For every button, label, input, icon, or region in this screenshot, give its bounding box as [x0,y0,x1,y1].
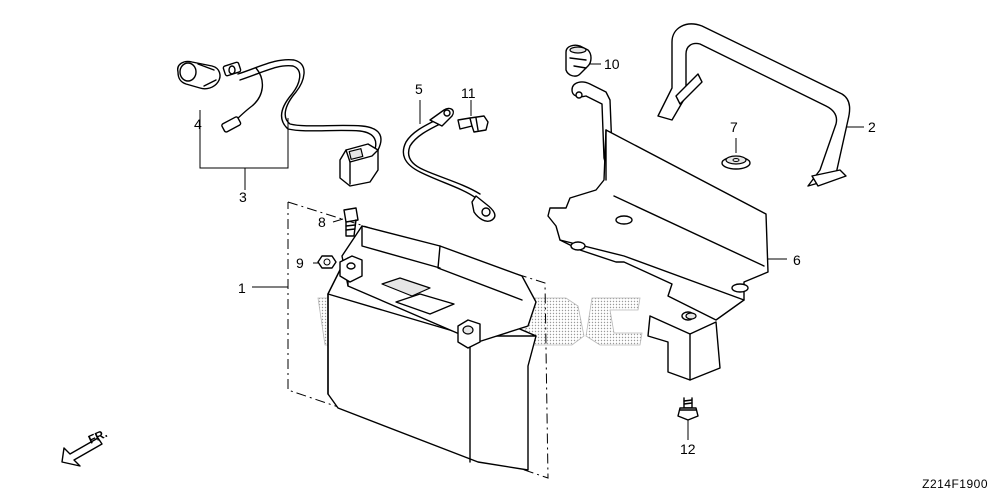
callout-4: 4 [194,116,202,132]
callout-1: 1 [238,280,246,296]
callout-9: 9 [296,255,304,271]
callout-2: 2 [868,119,876,135]
wire-harness [221,58,382,187]
nut-9 [317,255,337,269]
front-direction-arrow [61,437,103,467]
bolt-8 [343,207,359,237]
battery-tray [547,81,769,381]
battery-group-outline [287,201,549,479]
callout-5: 5 [415,81,423,97]
callout-12: 12 [680,441,696,457]
battery-strap [657,23,851,187]
callout-7: 7 [730,119,738,135]
bolt-11 [457,115,489,133]
callout-6: 6 [793,252,801,268]
leader-lines [199,63,864,440]
battery-cable [402,107,496,222]
terminal-cap [177,60,221,90]
battery [327,225,537,471]
callout-11: 11 [461,85,476,101]
diagram-code: Z214F1900 [922,477,988,491]
callout-3: 3 [239,189,247,205]
clip-10 [565,44,592,77]
callout-8: 8 [318,214,326,230]
grommet-7 [721,155,751,170]
callout-10: 10 [604,56,620,72]
bolt-12 [677,397,699,421]
